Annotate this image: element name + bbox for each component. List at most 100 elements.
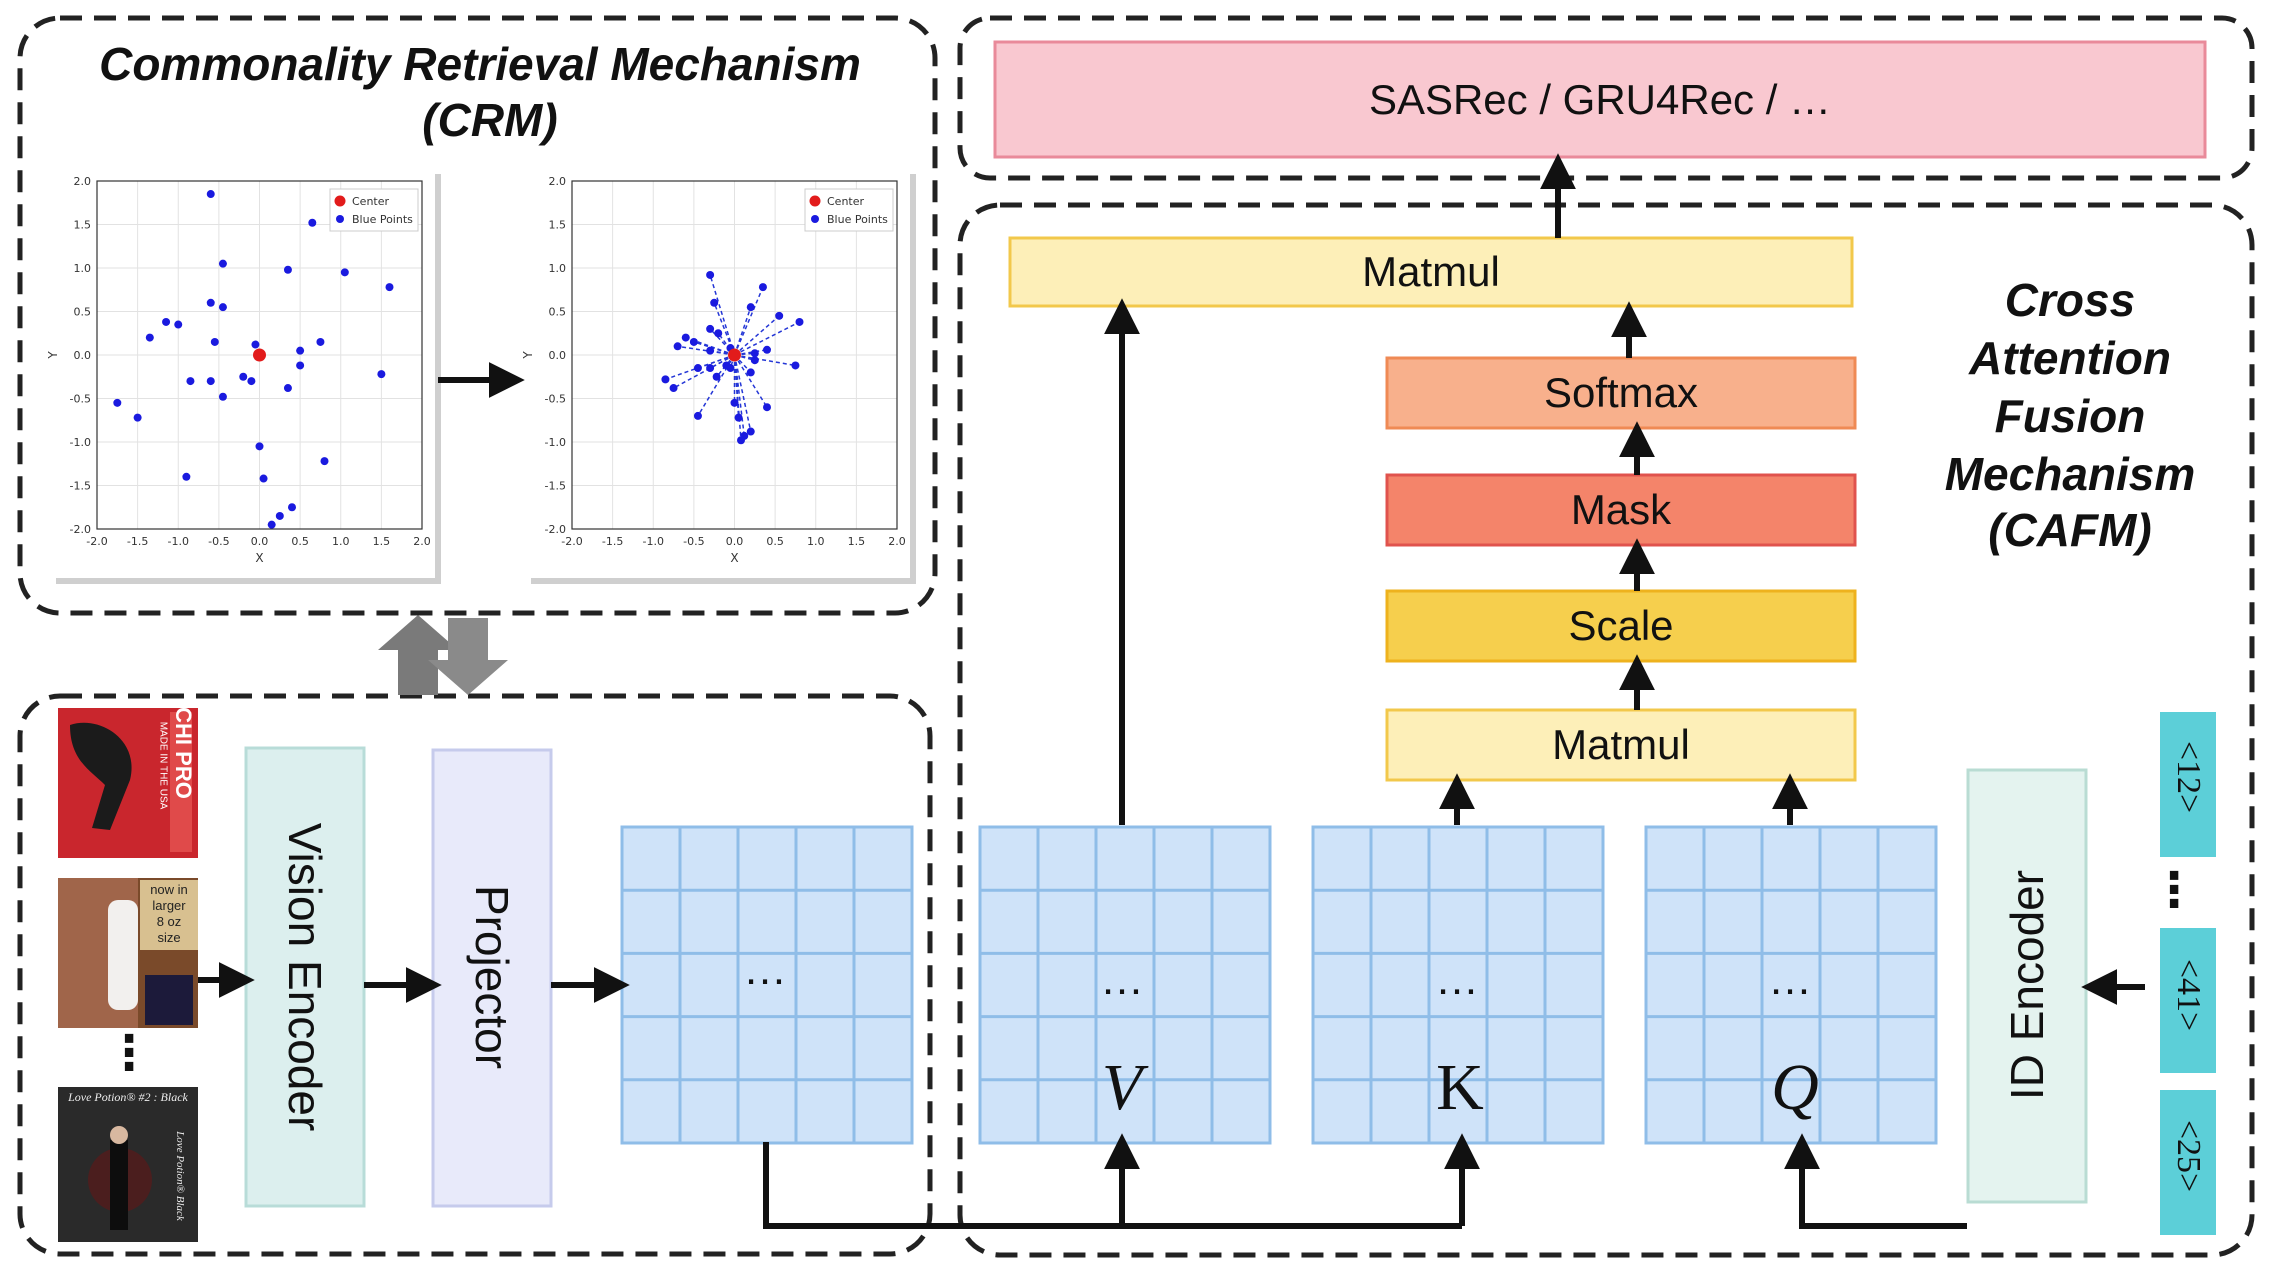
- pull-line: [733, 306, 752, 356]
- crm-title-line2: (CRM): [422, 94, 558, 146]
- pull-line: [733, 286, 764, 356]
- cafm-group-border: [957, 202, 2255, 1258]
- pull-line: [734, 315, 780, 356]
- matmul-bottom-label: Matmul: [1552, 721, 1690, 768]
- product-text-size: size: [157, 930, 181, 945]
- y-tick-label: -1.0: [70, 436, 91, 449]
- plot-axes: [96, 180, 423, 530]
- blue-point: [340, 268, 349, 277]
- x-tick-label: 2.0: [888, 535, 906, 548]
- blue-point: [320, 457, 329, 466]
- blue-point: [113, 398, 122, 407]
- legend-center-marker: [334, 195, 346, 207]
- x-tick-label: 1.0: [332, 535, 350, 548]
- id-token-box-1: [2160, 712, 2216, 857]
- q-matrix-label: Q: [1771, 1051, 1819, 1124]
- mask-label: Mask: [1570, 486, 1672, 533]
- product-text-usa: MADE IN THE USA: [157, 721, 169, 810]
- blue-point: [661, 375, 670, 384]
- blue-point: [283, 265, 292, 274]
- q-matrix: [1644, 825, 1938, 1145]
- crm-plots-group: -2.0-2.0-1.5-1.5-1.0-1.0-0.5-0.50.00.00.…: [46, 168, 916, 584]
- pull-line: [709, 328, 736, 356]
- pull-line: [734, 349, 768, 356]
- matrices-group: [620, 825, 1938, 1145]
- output-model-box: [993, 40, 2207, 159]
- blue-point: [775, 311, 784, 320]
- y-tick-label: -1.0: [545, 436, 566, 449]
- x-axis-label: X: [730, 551, 738, 565]
- pull-line: [734, 354, 796, 367]
- legend-blue-label: Blue Points: [352, 213, 413, 226]
- blue-point: [182, 472, 191, 481]
- legend-box: [329, 188, 419, 232]
- x-tick-label: -1.0: [168, 535, 189, 548]
- blue-point: [283, 384, 292, 393]
- y-tick-label: 0.0: [74, 349, 92, 362]
- k-matrix-label: K: [1436, 1051, 1484, 1124]
- x-tick-label: -0.5: [683, 535, 704, 548]
- blue-point: [795, 317, 804, 326]
- pull-line: [693, 341, 735, 356]
- y-tick-label: -1.5: [70, 480, 91, 493]
- blue-point: [673, 342, 682, 351]
- crm-title-line1: Commonality Retrieval Mechanism: [99, 38, 861, 90]
- legend-blue-marker: [811, 215, 819, 223]
- blue-point: [706, 324, 715, 333]
- vision-matrix-ellipsis: …: [743, 945, 787, 994]
- product-image-hair-product: [58, 878, 198, 1028]
- blue-point: [162, 317, 171, 326]
- y-tick-label: 0.5: [549, 306, 567, 319]
- id-token-dots: ⋮: [2150, 864, 2198, 917]
- product-image-love-potion: [58, 1087, 198, 1242]
- y-axis-label: Y: [46, 351, 60, 360]
- projector-box: [431, 748, 553, 1208]
- blue-point: [706, 270, 715, 279]
- x-axis-label: X: [255, 551, 263, 565]
- x-tick-label: 1.5: [848, 535, 866, 548]
- y-tick-label: -2.0: [70, 523, 91, 536]
- x-tick-label: -1.0: [643, 535, 664, 548]
- y-tick-label: 2.0: [74, 175, 92, 188]
- x-tick-label: -1.5: [602, 535, 623, 548]
- blue-point: [206, 190, 215, 199]
- scale-label: Scale: [1568, 602, 1674, 649]
- cafm-title-line3: Fusion: [1994, 390, 2146, 442]
- y-tick-label: 1.0: [74, 262, 92, 275]
- blue-point: [734, 413, 743, 422]
- center-point: [728, 348, 741, 362]
- image-dots: ⋮: [105, 1027, 153, 1080]
- id-token-box-2: [2160, 928, 2216, 1073]
- product-text-now-in: now in: [150, 882, 188, 897]
- v-matrix-label: V: [1101, 1051, 1143, 1124]
- blue-point: [296, 361, 305, 370]
- blue-point: [750, 356, 759, 365]
- product-text-chi: CHI PRO: [171, 707, 196, 799]
- legend-blue-marker: [336, 215, 344, 223]
- v-matrix-ellipsis: …: [1100, 955, 1144, 1004]
- blue-point: [706, 346, 715, 355]
- x-tick-label: 0.0: [726, 535, 744, 548]
- blue-point: [681, 333, 690, 342]
- blue-point: [693, 411, 702, 420]
- vision-feature-matrix: [620, 825, 914, 1145]
- cafm-title-line1: Cross: [2004, 274, 2136, 326]
- blue-point: [210, 337, 219, 346]
- blue-point: [763, 345, 771, 354]
- plot-axes: [571, 180, 898, 530]
- cafm-title-line5: (CAFM): [1988, 504, 2152, 556]
- y-tick-label: 0.5: [74, 306, 92, 319]
- blue-point: [186, 377, 195, 386]
- blue-point: [377, 370, 386, 379]
- blue-point: [746, 368, 755, 377]
- blue-point: [712, 372, 721, 381]
- pull-line: [733, 354, 742, 441]
- blue-point: [693, 364, 702, 373]
- blue-point: [706, 364, 715, 373]
- cafm-title-line2: Attention: [1969, 332, 2171, 384]
- y-tick-label: 1.5: [74, 219, 92, 232]
- blue-point: [275, 511, 284, 520]
- blue-point: [218, 392, 227, 401]
- y-tick-label: -1.5: [545, 480, 566, 493]
- product-text-love-potion-side: Love Potion® Black: [174, 1131, 186, 1221]
